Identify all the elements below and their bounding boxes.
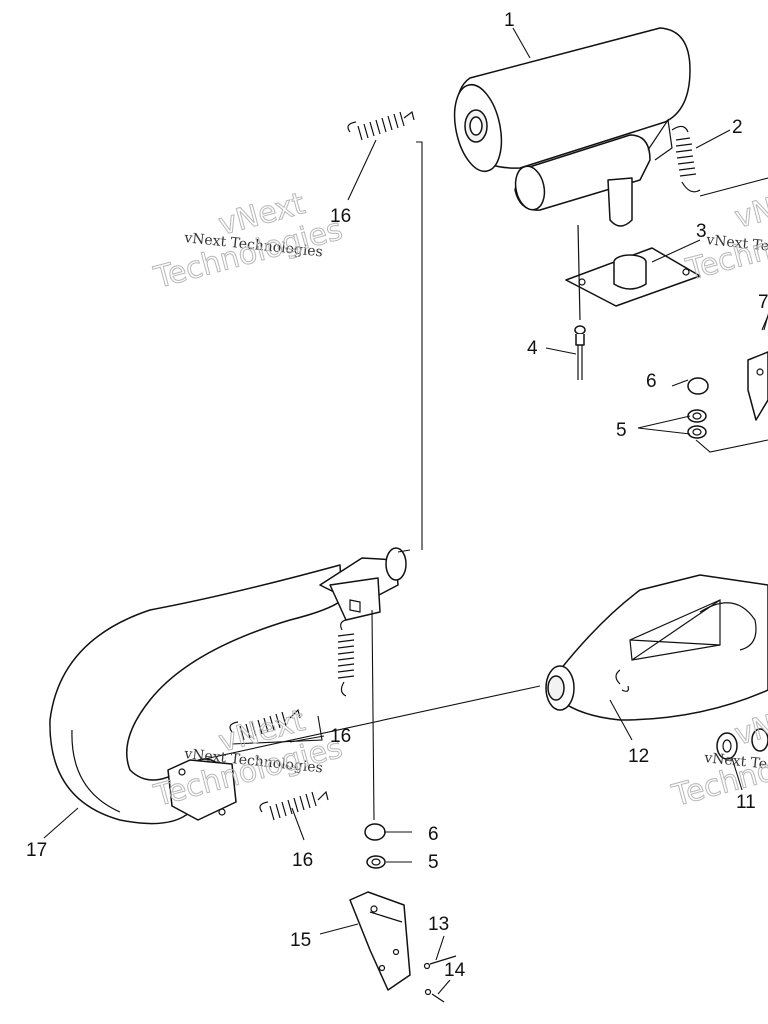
watermark-short-2: vNext (731, 179, 768, 236)
grommet-part-11 (716, 728, 768, 760)
callout-12: 12 (628, 746, 649, 767)
callout-17: 17 (26, 840, 47, 861)
pin-part-13 (423, 955, 457, 970)
expansion-chamber-part-12 (545, 574, 768, 721)
bracket-part-15 (349, 891, 411, 991)
pin-part-14 (424, 988, 445, 1003)
callout-16-upper: 16 (330, 206, 351, 227)
callout-5-upper: 5 (616, 420, 627, 441)
callout-14: 14 (444, 960, 466, 981)
callout-4: 4 (527, 338, 538, 359)
spring-part-2 (671, 125, 701, 193)
watermarks: vNext vNext Technologies Technologies vN… (150, 179, 768, 815)
callout-6-lower: 6 (428, 824, 439, 845)
spring-part-16-upper (347, 110, 415, 141)
spring-part-16-middle (229, 708, 301, 741)
callout-3: 3 (696, 221, 707, 242)
callout-7: 7 (758, 292, 768, 313)
bolt-part-4 (574, 224, 586, 380)
callout-11: 11 (736, 792, 756, 813)
bracket-part-7 (747, 315, 768, 421)
callouts: 1 2 3 4 6 5 7 16 16 16 12 11 17 6 5 15 1… (26, 10, 768, 981)
callout-5-lower: 5 (428, 852, 439, 873)
callout-13: 13 (428, 914, 449, 935)
callout-15: 15 (290, 930, 311, 951)
hardware-lower (364, 823, 386, 869)
leader-lines (43, 27, 768, 995)
spring-part-16-lower (259, 790, 329, 821)
callout-16-middle: 16 (330, 726, 351, 747)
grommet-part-3 (565, 247, 701, 307)
callout-2: 2 (732, 117, 743, 138)
callout-1: 1 (504, 10, 515, 31)
head-pipe-part-17 (49, 547, 407, 825)
muffler-part-1 (453, 27, 691, 227)
callout-16-lower: 16 (292, 850, 313, 871)
callout-6-upper: 6 (646, 371, 657, 392)
hardware-upper (687, 377, 709, 439)
spring-vertical-head (337, 619, 355, 697)
